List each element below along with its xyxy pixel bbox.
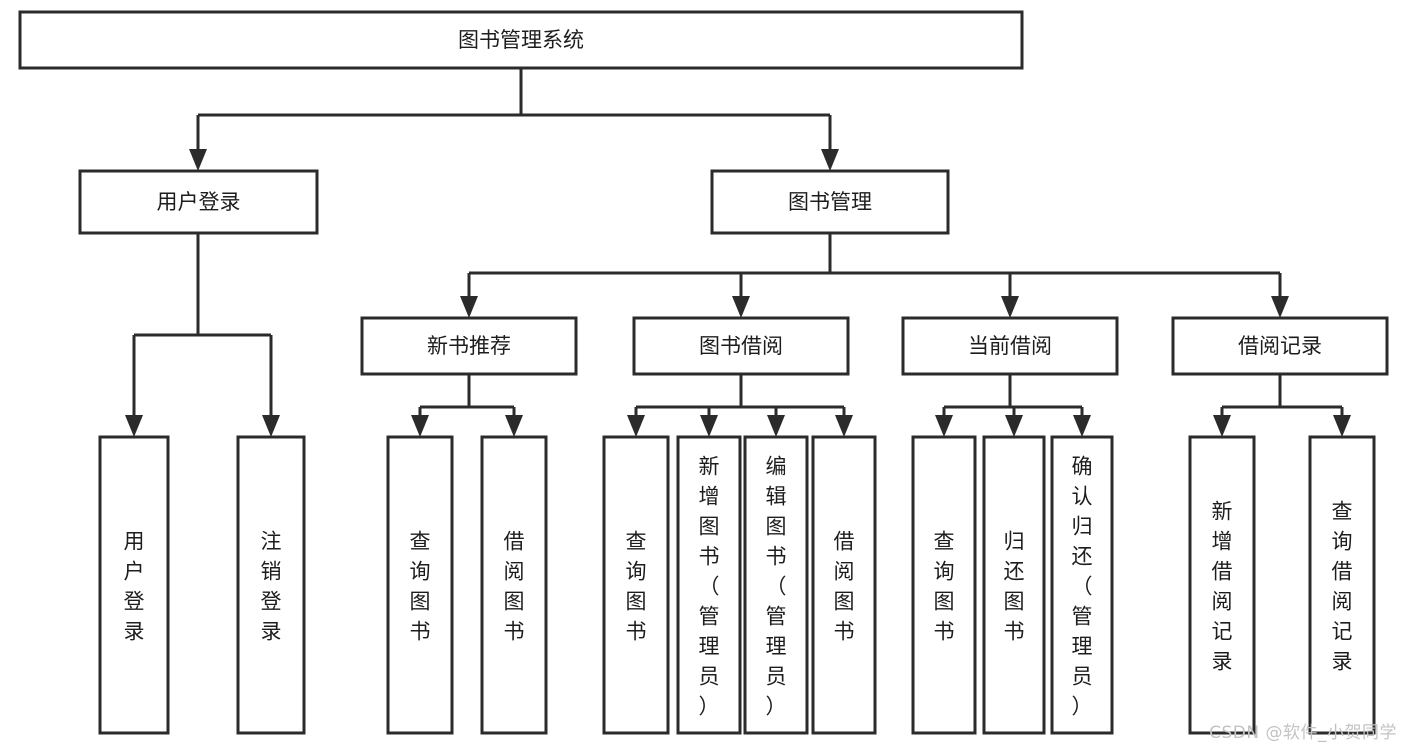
root-node-box[interactable] bbox=[18, 10, 1024, 70]
leaf-node-12-label: 查询借阅记录 bbox=[1332, 499, 1353, 673]
arrow-head-icon bbox=[189, 149, 207, 171]
arrow-head-icon bbox=[1271, 296, 1289, 318]
level3-node-2-box[interactable] bbox=[901, 316, 1119, 376]
arrow-head-icon bbox=[125, 415, 143, 437]
leaf-node-4-box[interactable] bbox=[602, 435, 670, 735]
level3-node-2-label: 当前借阅 bbox=[968, 334, 1052, 358]
leaf-node-5-label: 新增图书（管理员） bbox=[699, 454, 720, 718]
arrow-head-icon bbox=[627, 415, 645, 437]
arrow-head-icon bbox=[732, 296, 750, 318]
leaf-node-2-box[interactable] bbox=[386, 435, 454, 735]
level3-node-1-box[interactable] bbox=[632, 316, 850, 376]
leaf-node-6-label: 编辑图书（管理员） bbox=[766, 454, 787, 718]
leaf-node-8-box[interactable] bbox=[911, 435, 977, 735]
leaf-node-10-box[interactable] bbox=[1050, 435, 1114, 735]
leaf-node-8-label: 查询图书 bbox=[934, 529, 955, 643]
level2-node-0-box[interactable] bbox=[78, 169, 319, 235]
leaf-node-6-box[interactable] bbox=[743, 435, 809, 735]
level3-node-3-label: 借阅记录 bbox=[1238, 334, 1322, 358]
leaf-node-11-label: 新增借阅记录 bbox=[1212, 499, 1233, 673]
leaf-node-9-box[interactable] bbox=[982, 435, 1046, 735]
connector-layer bbox=[125, 68, 1351, 437]
level3-node-3-box[interactable] bbox=[1171, 316, 1389, 376]
arrow-head-icon bbox=[411, 415, 429, 437]
arrow-head-icon bbox=[1213, 415, 1231, 437]
arrow-head-icon bbox=[835, 415, 853, 437]
arrow-head-icon bbox=[262, 415, 280, 437]
arrow-head-icon bbox=[767, 415, 785, 437]
leaf-node-0-label: 用户登录 bbox=[124, 529, 145, 643]
arrow-head-icon bbox=[1001, 296, 1019, 318]
level2-node-1-box[interactable] bbox=[710, 169, 950, 235]
leaf-node-3-box[interactable] bbox=[480, 435, 548, 735]
arrow-head-icon bbox=[505, 415, 523, 437]
leaf-node-12-box[interactable] bbox=[1308, 435, 1376, 735]
arrow-head-icon bbox=[821, 149, 839, 171]
leaf-node-4-label: 查询图书 bbox=[626, 529, 647, 643]
arrow-head-icon bbox=[1005, 415, 1023, 437]
leaf-node-1-label: 注销登录 bbox=[261, 529, 282, 643]
level2-node-0-label: 用户登录 bbox=[157, 190, 241, 214]
leaf-node-0-box[interactable] bbox=[98, 435, 170, 735]
arrow-head-icon bbox=[460, 296, 478, 318]
node-layer: 图书管理系统用户登录图书管理新书推荐图书借阅当前借阅借阅记录用户登录注销登录查询… bbox=[18, 10, 1389, 735]
leaf-node-1-box[interactable] bbox=[236, 435, 306, 735]
level3-node-0-box[interactable] bbox=[360, 316, 578, 376]
leaf-node-7-label: 借阅图书 bbox=[834, 529, 855, 643]
root-node-label: 图书管理系统 bbox=[458, 28, 584, 52]
level3-node-0-label: 新书推荐 bbox=[427, 334, 511, 358]
leaf-node-11-box[interactable] bbox=[1188, 435, 1256, 735]
arrow-head-icon bbox=[1333, 415, 1351, 437]
arrow-head-icon bbox=[935, 415, 953, 437]
leaf-node-9-label: 归还图书 bbox=[1004, 529, 1025, 643]
leaf-node-5-box[interactable] bbox=[676, 435, 742, 735]
arrow-head-icon bbox=[1073, 415, 1091, 437]
level3-node-1-label: 图书借阅 bbox=[699, 334, 783, 358]
leaf-node-3-label: 借阅图书 bbox=[504, 529, 525, 643]
level2-node-1-label: 图书管理 bbox=[788, 190, 872, 214]
leaf-node-2-label: 查询图书 bbox=[410, 529, 431, 643]
leaf-node-10-label: 确认归还（管理员） bbox=[1072, 454, 1093, 718]
leaf-node-7-box[interactable] bbox=[811, 435, 877, 735]
arrow-head-icon bbox=[700, 415, 718, 437]
